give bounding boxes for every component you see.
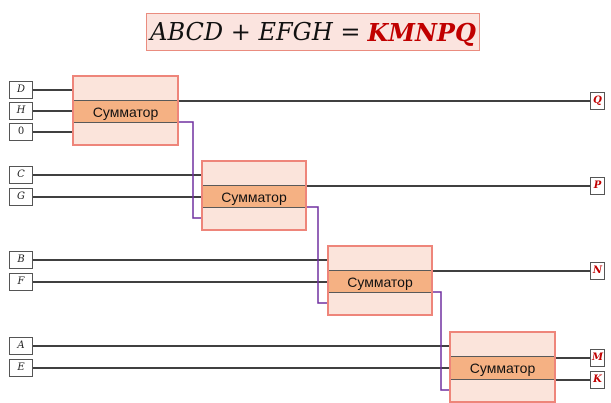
input-e: E (9, 359, 33, 377)
carry-wire-2 (306, 206, 328, 304)
equation-title: ABCD + EFGH = KMNPQ (146, 13, 480, 51)
input-d: D (9, 81, 33, 99)
adder-block-4: Сумматор (449, 331, 556, 403)
adder-label-2: Сумматор (203, 185, 305, 208)
adder-block-1: Сумматор (72, 75, 179, 146)
output-k: K (590, 371, 605, 389)
input-a: A (9, 337, 33, 355)
adder-label-3: Сумматор (329, 270, 431, 293)
input-b: B (9, 251, 33, 269)
input-g: G (9, 188, 33, 206)
adder-block-3: Сумматор (327, 245, 433, 316)
carry-wire-3 (432, 291, 450, 391)
input-c: C (9, 166, 33, 184)
output-m: M (590, 349, 605, 367)
adder-label-4: Сумматор (451, 356, 554, 380)
carry-wire-1 (178, 121, 202, 219)
adder-label-1: Сумматор (74, 100, 177, 123)
input-f: F (9, 273, 33, 291)
output-n: N (590, 262, 605, 280)
output-p: P (590, 177, 605, 195)
output-q: Q (590, 92, 605, 110)
equation-result: KMNPQ (367, 17, 476, 47)
adder-block-2: Сумматор (201, 160, 307, 231)
input-h: H (9, 102, 33, 120)
equation-operands: ABCD + EFGH = (150, 18, 361, 46)
input-zero: 0 (9, 123, 33, 141)
